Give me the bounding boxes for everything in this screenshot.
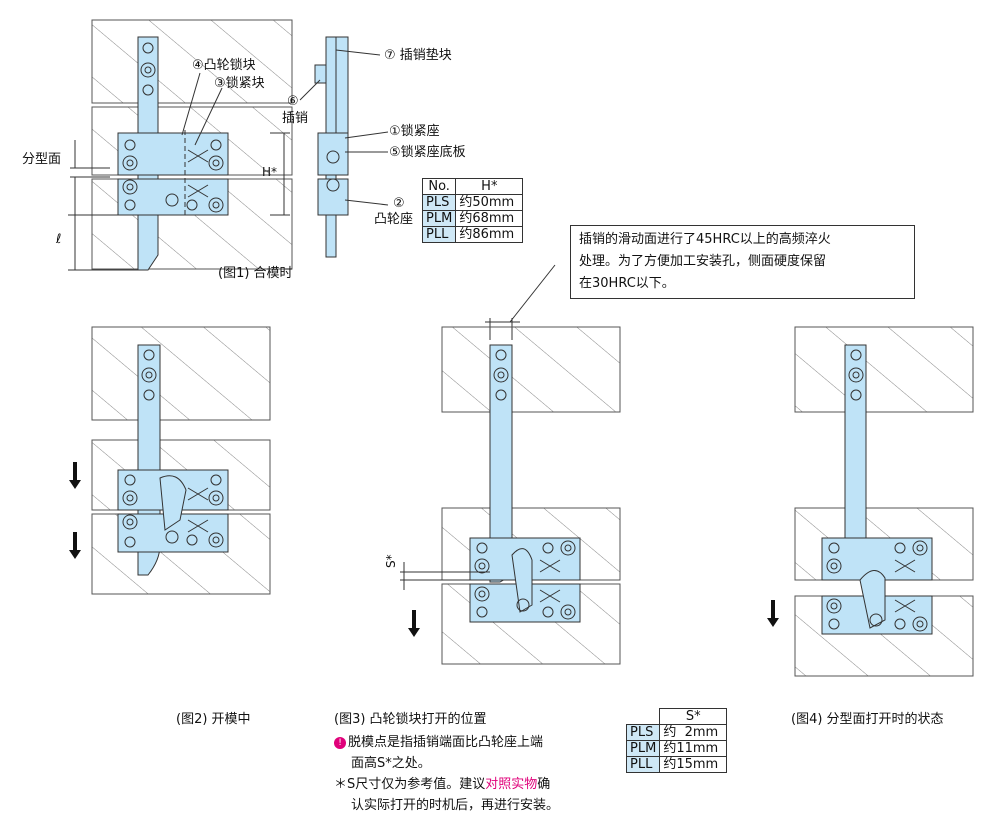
label-lock-seat-base: ⑤锁紧座底板 [389, 145, 466, 160]
note-line: !脱模点是指插销端面比凸轮座上端 [334, 732, 624, 753]
callout-line: 插销的滑动面进行了45HRC以上的高频淬火 [579, 232, 831, 247]
label-l-dimension: ℓ [56, 232, 62, 247]
label-locking-block: ③锁紧块 [214, 76, 265, 91]
table-key-cell: PLL [625, 756, 661, 773]
table-header-cell: No. [421, 178, 457, 195]
note-highlight: 对照实物 [485, 777, 538, 792]
table-header-row: S* [626, 708, 728, 725]
label-pin: 插销 [282, 111, 309, 126]
label-h-dimension: H* [262, 165, 278, 179]
callout-line: 在30HRC以下。 [579, 276, 675, 291]
table-value-cell: 约68mm [455, 210, 524, 227]
fig4-down-arrow [767, 600, 779, 627]
fig1-pin-holes [140, 42, 156, 96]
table-value-cell: 约86mm [455, 226, 524, 243]
note-line: 认实际打开的时机后，再进行安装。 [351, 798, 560, 813]
label-cam-seat-number: ② [393, 196, 405, 211]
table-row: PLM 约11mm [625, 740, 728, 757]
fig2-down-arrows [69, 462, 81, 559]
table-value-cell: 约50mm [455, 194, 524, 211]
label-pin-number: ⑥ [287, 94, 299, 109]
note-text: ＊S尺寸仅为参考值。建议 [334, 777, 486, 792]
warning-icon: ! [334, 737, 346, 749]
label-lock-seat: ①锁紧座 [389, 124, 440, 139]
fig1-caption: (图1) 合模时 [218, 266, 293, 281]
fig1-mold-top [91, 19, 293, 104]
table-row: PLS 约50mm [421, 194, 524, 211]
fig2-caption: (图2) 开模中 [176, 712, 251, 727]
table-value-cell: 约 2mm [659, 724, 728, 741]
table-value-cell: 约11mm [659, 740, 728, 757]
fig1-side-view [299, 36, 389, 258]
table-header-cell: H* [455, 178, 524, 195]
table-value-cell: 约15mm [659, 756, 728, 773]
fig3-down-arrow [408, 610, 420, 637]
callout-line: 处理。为了方便加工安装孔，侧面硬度保留 [579, 254, 827, 269]
note-text: 脱模点是指插销端面比凸轮座上端 [348, 735, 544, 750]
fig4-caption: (图4) 分型面打开时的状态 [791, 712, 944, 727]
fig1-lock-seat [117, 132, 229, 176]
table-header-cell [626, 708, 661, 725]
label-parting-surface: 分型面 [22, 152, 62, 167]
table-header-cell: S* [659, 708, 728, 725]
hardening-callout: 插销的滑动面进行了45HRC以上的高频淬火 处理。为了方便加工安装孔，侧面硬度保… [570, 225, 915, 299]
note-text: 确 [537, 777, 551, 792]
release-point-note: !脱模点是指插销端面比凸轮座上端 面高S*之处。 ＊S尺寸仅为参考值。建议对照实… [334, 732, 624, 816]
table-key-cell: PLL [421, 226, 457, 243]
table-row: PLM 约68mm [421, 210, 524, 227]
table-row: PLL 约86mm [421, 226, 524, 243]
label-s-dimension: S* [384, 554, 398, 568]
note-line: ＊S尺寸仅为参考值。建议对照实物确 [334, 774, 624, 795]
table-key-cell: PLM [625, 740, 661, 757]
fig1-cam-seat [117, 178, 229, 216]
s-dimension-table: S* PLS 约 2mm PLM 约11mm PLL 约15mm [625, 708, 728, 773]
table-key-cell: PLS [625, 724, 661, 741]
table-header-row: No. H* [421, 178, 524, 195]
label-pin-spacer: ⑦ 插销垫块 [384, 48, 452, 63]
label-cam-lock-block: ④凸轮锁块 [192, 58, 256, 73]
h-dimension-table: No. H* PLS 约50mm PLM 约68mm PLL 约86mm [421, 178, 524, 243]
label-cam-seat: 凸轮座 [374, 212, 414, 227]
table-key-cell: PLS [421, 194, 457, 211]
note-line: 面高S*之处。 [351, 756, 431, 771]
fig3-caption: (图3) 凸轮锁块打开的位置 [334, 712, 487, 727]
table-key-cell: PLM [421, 210, 457, 227]
table-row: PLL 约15mm [625, 756, 728, 773]
table-row: PLS 约 2mm [625, 724, 728, 741]
